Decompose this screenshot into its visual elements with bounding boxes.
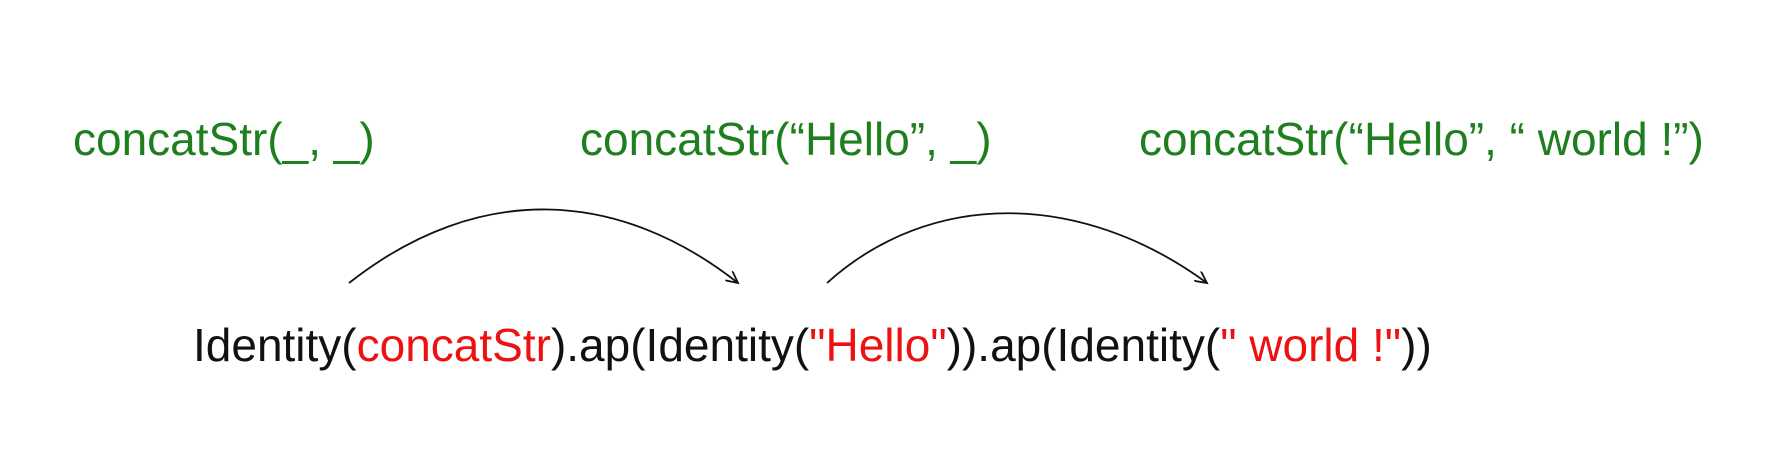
step-label-concat-full: concatStr(“Hello”, “ world !”) [1139, 113, 1704, 165]
code-arg-world: " world !" [1220, 319, 1402, 371]
code-expression: Identity(concatStr).ap(Identity("Hello")… [193, 314, 1432, 376]
code-part-identity-open: Identity( [193, 319, 357, 371]
step-label-concat-hello: concatStr(“Hello”, _) [580, 113, 992, 165]
code-part-ap-identity-2: )).ap(Identity( [946, 319, 1221, 371]
arrow-second-application [826, 212, 1207, 283]
step-label-concat-empty: concatStr(_, _) [73, 113, 375, 165]
code-part-ap-identity: ).ap(Identity( [550, 319, 810, 371]
code-arg-concatstr: concatStr [356, 319, 551, 371]
code-arg-hello: "Hello" [809, 319, 947, 371]
arrow-first-application [348, 208, 738, 283]
code-part-close: )) [1401, 319, 1432, 371]
